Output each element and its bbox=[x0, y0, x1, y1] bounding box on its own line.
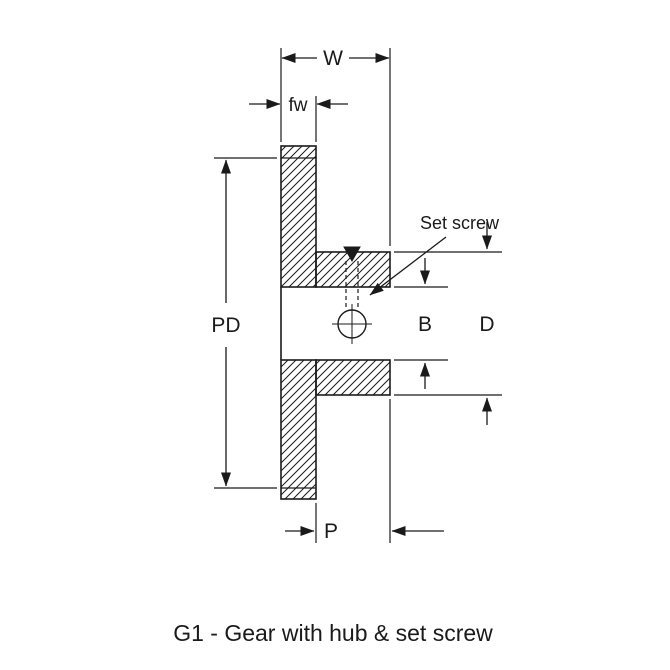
figure-caption: G1 - Gear with hub & set screw bbox=[173, 620, 493, 646]
hub-lower-section bbox=[315, 359, 391, 396]
dimension-hub-diameter: D bbox=[394, 222, 502, 425]
gear-flange bbox=[280, 145, 317, 500]
set-screw-tip bbox=[343, 246, 361, 263]
dimension-hub-projection: P bbox=[285, 399, 444, 543]
label-set-screw: Set screw bbox=[420, 213, 500, 233]
set-screw bbox=[343, 246, 361, 309]
dimension-overall-width: W bbox=[280, 47, 391, 246]
label-pitch-diameter: PD bbox=[211, 314, 240, 337]
set-screw-hole bbox=[332, 304, 372, 344]
set-screw-callout: Set screw bbox=[369, 213, 500, 296]
dimension-face-width: fw bbox=[249, 95, 348, 142]
label-hub-projection: P bbox=[324, 520, 338, 543]
label-face-width: fw bbox=[289, 95, 308, 116]
flange-upper-section bbox=[280, 145, 317, 288]
set-screw-leader-line bbox=[369, 236, 447, 296]
flange-lower-section bbox=[280, 359, 317, 500]
label-overall-width: W bbox=[323, 47, 343, 70]
label-bore: B bbox=[418, 313, 432, 336]
dimension-pitch-diameter: PD bbox=[211, 157, 277, 489]
label-hub-diameter: D bbox=[479, 313, 494, 336]
dimension-bore: B bbox=[394, 258, 448, 389]
